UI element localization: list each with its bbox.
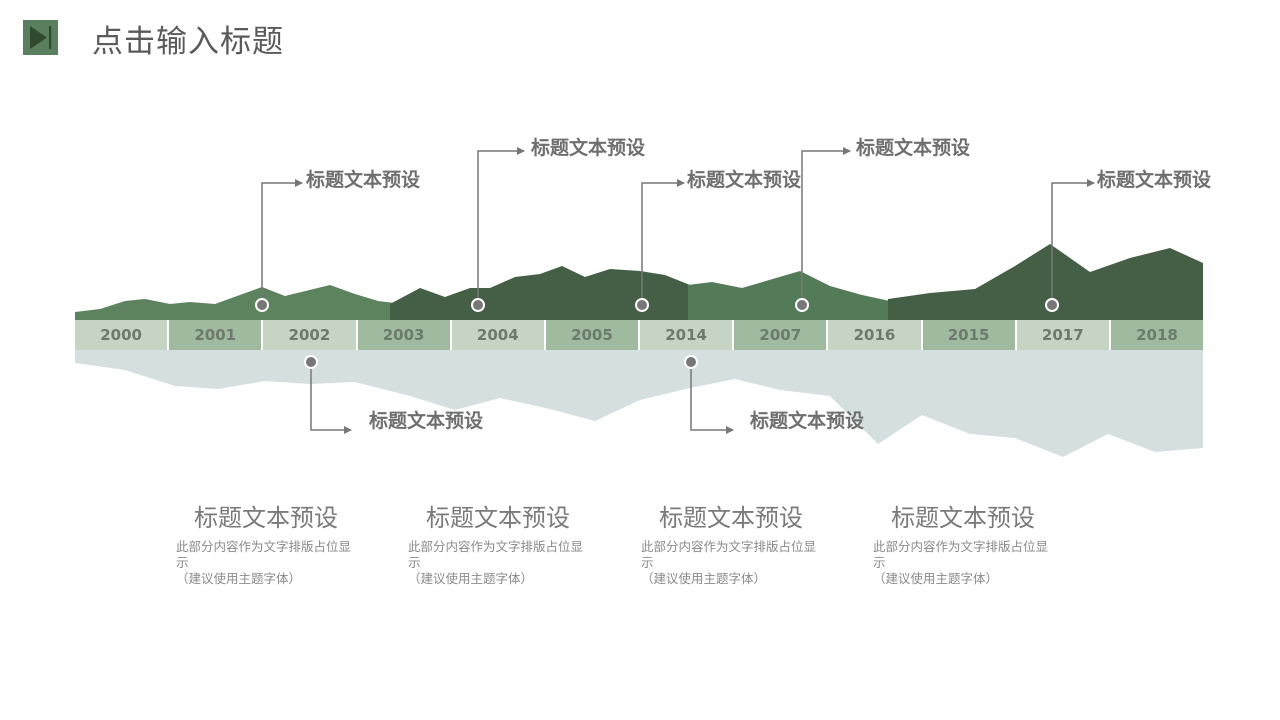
marker-dot [635, 298, 649, 312]
column-desc-note: （建议使用主题字体） [641, 571, 767, 586]
year-cell: 2005 [545, 320, 641, 350]
leader-lines-bottom [310, 367, 734, 434]
year-cell: 2016 [828, 320, 923, 350]
year-cell: 2002 [263, 320, 358, 350]
text-column: 标题文本预设 此部分内容作为文字排版占位显示 （建议使用主题字体） [176, 503, 356, 587]
column-desc: 此部分内容作为文字排版占位显示 （建议使用主题字体） [873, 539, 1048, 587]
callout-label: 标题文本预设 [531, 137, 646, 159]
column-title: 标题文本预设 [891, 504, 1035, 532]
column-desc-note: （建议使用主题字体） [408, 571, 534, 586]
marker-dot [795, 298, 809, 312]
year-cell: 2003 [357, 320, 452, 350]
marker-dot [471, 298, 485, 312]
mountain-left [75, 285, 400, 320]
callout-label: 标题文本预设 [1097, 169, 1212, 191]
column-desc-line: 此部分内容作为文字排版占位显示 [176, 539, 352, 570]
column-desc-line: 此部分内容作为文字排版占位显示 [641, 539, 817, 570]
column-desc: 此部分内容作为文字排版占位显示 （建议使用主题字体） [408, 539, 583, 587]
callout-label: 标题文本预设 [306, 169, 421, 191]
marker-dot [304, 355, 318, 369]
mountain-mid-right [688, 271, 900, 320]
mountain-center [390, 266, 700, 320]
marker-dot [1045, 298, 1059, 312]
column-title: 标题文本预设 [426, 504, 570, 532]
text-column: 标题文本预设 此部分内容作为文字排版占位显示 （建议使用主题字体） [408, 503, 588, 587]
year-cell: 2014 [640, 320, 735, 350]
page-title: 点击输入标题 [92, 24, 284, 60]
callout-label: 标题文本预设 [856, 137, 971, 159]
callout-label: 标题文本预设 [369, 410, 484, 432]
marker-dot [255, 298, 269, 312]
leader-lines-top [261, 147, 1095, 300]
column-title: 标题文本预设 [194, 504, 338, 532]
column-desc-note: （建议使用主题字体） [176, 571, 302, 586]
play-next-icon [23, 20, 58, 55]
callout-label: 标题文本预设 [687, 169, 802, 191]
text-column: 标题文本预设 此部分内容作为文字排版占位显示 （建议使用主题字体） [641, 503, 821, 587]
year-strip: 2000 2001 2002 2003 2004 2005 2014 2007 … [75, 320, 1204, 350]
year-cell: 2000 [75, 320, 170, 350]
mountain-right [888, 244, 1203, 320]
reflection-shape [75, 350, 1203, 457]
column-desc: 此部分内容作为文字排版占位显示 （建议使用主题字体） [641, 539, 816, 587]
column-desc-note: （建议使用主题字体） [873, 571, 999, 586]
column-desc-line: 此部分内容作为文字排版占位显示 [873, 539, 1049, 570]
timeline-markers [255, 298, 1059, 369]
text-column: 标题文本预设 此部分内容作为文字排版占位显示 （建议使用主题字体） [873, 503, 1053, 587]
year-cell: 2017 [1016, 320, 1111, 350]
year-cell: 2018 [1110, 320, 1204, 350]
year-cell: 2007 [734, 320, 829, 350]
marker-dot [684, 355, 698, 369]
year-cell: 2001 [169, 320, 264, 350]
column-title: 标题文本预设 [659, 504, 803, 532]
year-cell: 2004 [451, 320, 546, 350]
column-desc-line: 此部分内容作为文字排版占位显示 [408, 539, 584, 570]
column-desc: 此部分内容作为文字排版占位显示 （建议使用主题字体） [176, 539, 351, 587]
callout-label: 标题文本预设 [750, 410, 865, 432]
year-cell: 2015 [922, 320, 1017, 350]
